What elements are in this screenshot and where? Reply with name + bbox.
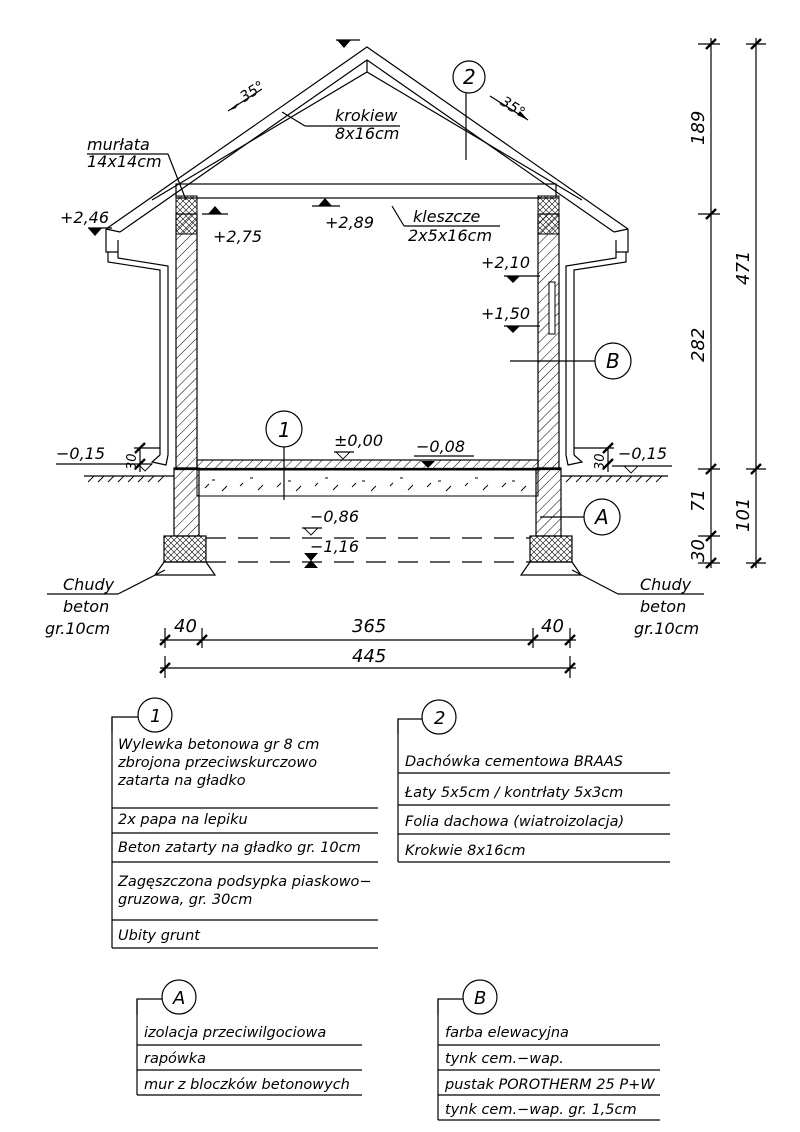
dim-footing: 30 — [688, 539, 709, 562]
level-markers: +2,46 +2,75 +2,89 +2,10 +1,50 ±0,00 −0,0… — [56, 39, 672, 568]
level-eaves: +2,46 — [60, 208, 109, 227]
footing-hidden-lines — [206, 537, 530, 563]
legend-roof-layers: 2 Dachówka cementowa BRAAS Łaty 5x5cm / … — [397, 699, 670, 863]
lean-concrete-left-2: beton — [63, 597, 109, 616]
level-window-top: +2,10 — [481, 253, 530, 272]
legend-foundation-layers: A izolacja przeciwilgociowa rapówka mur … — [136, 979, 362, 1096]
kleszcze-size: 2x5x16cm — [408, 226, 492, 245]
level-ceiling: +2,89 — [325, 213, 374, 232]
dim-total: 445 — [352, 646, 386, 667]
level-foundation: −0,86 — [310, 507, 359, 526]
legend-2-layer-3: Folia dachowa (wiatroizolacja) — [405, 814, 624, 830]
level-footing: −1,16 — [310, 537, 359, 556]
vertical-dimensions: 189 282 71 30 471 101 30 30 — [125, 38, 766, 569]
murlata-size: 14x14cm — [87, 152, 162, 171]
legend-A-layer-2: rapówka — [144, 1051, 206, 1067]
level-ground-left: −0,15 — [56, 444, 105, 463]
wall-detail-marker: B — [606, 349, 620, 373]
legend-A-letter: A — [172, 988, 185, 1009]
murlata-label: murłata — [87, 135, 150, 154]
level-wall-top: +2,75 — [213, 227, 262, 246]
dim-wall-height: 282 — [688, 328, 709, 362]
legend-B-layer-2: tynk cem.−wap. — [445, 1051, 564, 1067]
legend-1-layer-3: Beton zatarty na gładko gr. 10cm — [118, 840, 361, 856]
lean-concrete-labels: Chudy beton gr.10cm Chudy beton gr.10cm — [45, 569, 704, 638]
legend-B-layer-3: pustak POROTHERM 25 P+W — [444, 1077, 655, 1093]
legend-B-layer-1: farba elewacyjna — [445, 1025, 569, 1041]
legend-1-layer-4b: gruzowa, gr. 30cm — [118, 892, 252, 908]
legend-B-letter: B — [474, 988, 486, 1009]
legend-B-layer-4: tynk cem.−wap. gr. 1,5cm — [445, 1102, 637, 1118]
legend-1-layer-1c: zatarta na gładko — [117, 773, 246, 789]
legend-2-layer-4: Krokwie 8x16cm — [405, 843, 526, 859]
legend-A-layer-3: mur z bloczków betonowych — [144, 1077, 350, 1093]
legend-wall-layers: B farba elewacyjna tynk cem.−wap. pustak… — [437, 979, 660, 1121]
legend-1-layer-4a: Zagęszczona podsypka piaskowo− — [117, 874, 372, 890]
roof-detail-number: 2 — [463, 65, 476, 89]
level-floor: ±0,00 — [334, 431, 383, 450]
horizontal-dimensions: 40 365 40 445 — [159, 616, 576, 678]
lean-concrete-left-3: gr.10cm — [45, 619, 110, 638]
legend-1-layer-2: 2x papa na lepiku — [118, 812, 248, 828]
walls — [153, 213, 583, 576]
dim-plinth-left: 30 — [125, 453, 140, 470]
floor-slab — [174, 459, 561, 497]
dim-total-above: 471 — [733, 251, 754, 285]
lean-concrete-right-1: Chudy — [640, 575, 692, 594]
roof-structure — [105, 46, 629, 233]
dim-roof-height: 189 — [688, 111, 709, 145]
legend-A-layer-1: izolacja przeciwilgociowa — [144, 1025, 326, 1041]
krokiew-label: krokiew — [335, 106, 398, 125]
level-floor-minus: −0,08 — [416, 437, 465, 456]
level-window-sill: +1,50 — [481, 304, 530, 323]
legend-2-number: 2 — [434, 708, 445, 729]
dim-total-below: 101 — [733, 498, 754, 532]
ground-lines — [84, 475, 668, 483]
dim-left-wall: 40 — [174, 616, 197, 637]
floor-detail-marker: 1 — [278, 418, 291, 442]
legend-2-layer-2: Łaty 5x5cm / kontrłaty 5x3cm — [404, 785, 623, 801]
legend-1-number: 1 — [150, 706, 161, 727]
legend-1-layer-5: Ubity grunt — [118, 928, 201, 944]
legend-1-layer-1b: zbrojona przeciwskurczowo — [117, 755, 317, 771]
kleszcze-label: kleszcze — [413, 207, 480, 226]
lean-concrete-right-2: beton — [640, 597, 686, 616]
krokiew-size: 8x16cm — [335, 124, 399, 143]
detail-markers: 1 B A — [265, 342, 632, 536]
foundation-detail-marker: A — [593, 505, 609, 529]
dim-interior: 365 — [352, 616, 386, 637]
level-ground-right: −0,15 — [618, 444, 667, 463]
legend-floor-layers: 1 Wylewka betonowa gr 8 cm zbrojona prze… — [111, 697, 378, 949]
dim-right-wall: 40 — [541, 616, 564, 637]
lean-concrete-left-1: Chudy — [63, 575, 115, 594]
lean-concrete-right-3: gr.10cm — [634, 619, 699, 638]
legend-2-layer-1: Dachówka cementowa BRAAS — [405, 754, 623, 770]
dim-plinth-right: 30 — [593, 453, 608, 470]
dim-foundation: 71 — [688, 489, 709, 512]
legend-1-layer-1a: Wylewka betonowa gr 8 cm — [118, 737, 319, 753]
